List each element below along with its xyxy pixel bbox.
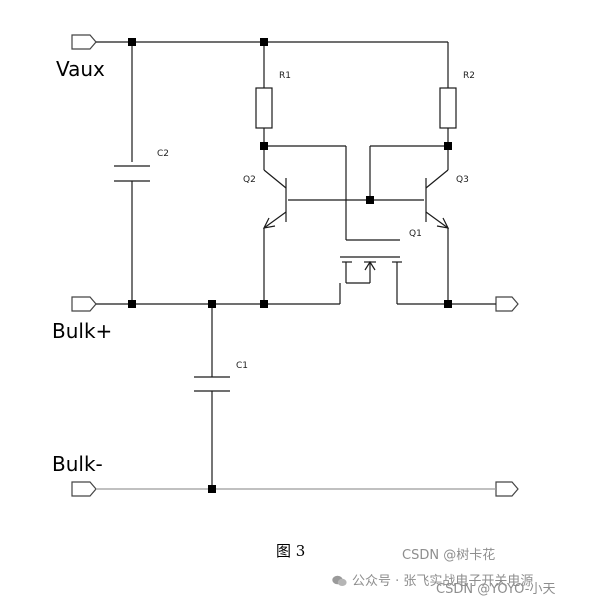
q2-ref: Q2 (243, 175, 256, 185)
cross-coupling-wires (264, 145, 448, 241)
bulk-plus-port-right (495, 296, 519, 312)
vaux-label: Vaux (56, 57, 105, 81)
r1-ref: R1 (279, 71, 291, 81)
wechat-watermark: 公众号 · 张飞实战电子开关电源 (332, 570, 533, 589)
vaux-rail (96, 41, 449, 162)
q1-ref: Q1 (409, 229, 422, 239)
bulk-minus-port-right (495, 481, 519, 497)
capacitor-c1 (194, 376, 230, 489)
bulk-plus-rail (96, 303, 496, 377)
figure-caption: 图 3 (276, 542, 306, 560)
bulk-minus-port-left (71, 481, 97, 497)
transistor-q3 (425, 146, 450, 304)
resistor-r1 (255, 87, 273, 146)
bulk-plus-label: Bulk+ (52, 319, 113, 343)
capacitor-c2 (114, 165, 150, 304)
resistor-r2 (439, 87, 457, 146)
q3-ref: Q3 (456, 175, 469, 185)
bulk-plus-port-left (71, 296, 97, 312)
mosfet-q1 (339, 256, 402, 304)
c2-ref: C2 (157, 149, 170, 159)
junction-nodes (128, 38, 452, 493)
csdn-author-watermark: CSDN @树卡花 (402, 548, 496, 563)
transistor-q2 (262, 146, 287, 304)
c1-ref: C1 (236, 361, 249, 371)
r2-ref: R2 (463, 71, 475, 81)
bulk-minus-label: Bulk- (52, 452, 103, 476)
wechat-icon (332, 575, 347, 586)
vaux-port (71, 34, 97, 50)
wechat-watermark-text: 公众号 · 张飞实战电子开关电源 (352, 574, 534, 589)
csdn-repost-watermark: CSDN @YOYO-小天 (436, 582, 556, 597)
